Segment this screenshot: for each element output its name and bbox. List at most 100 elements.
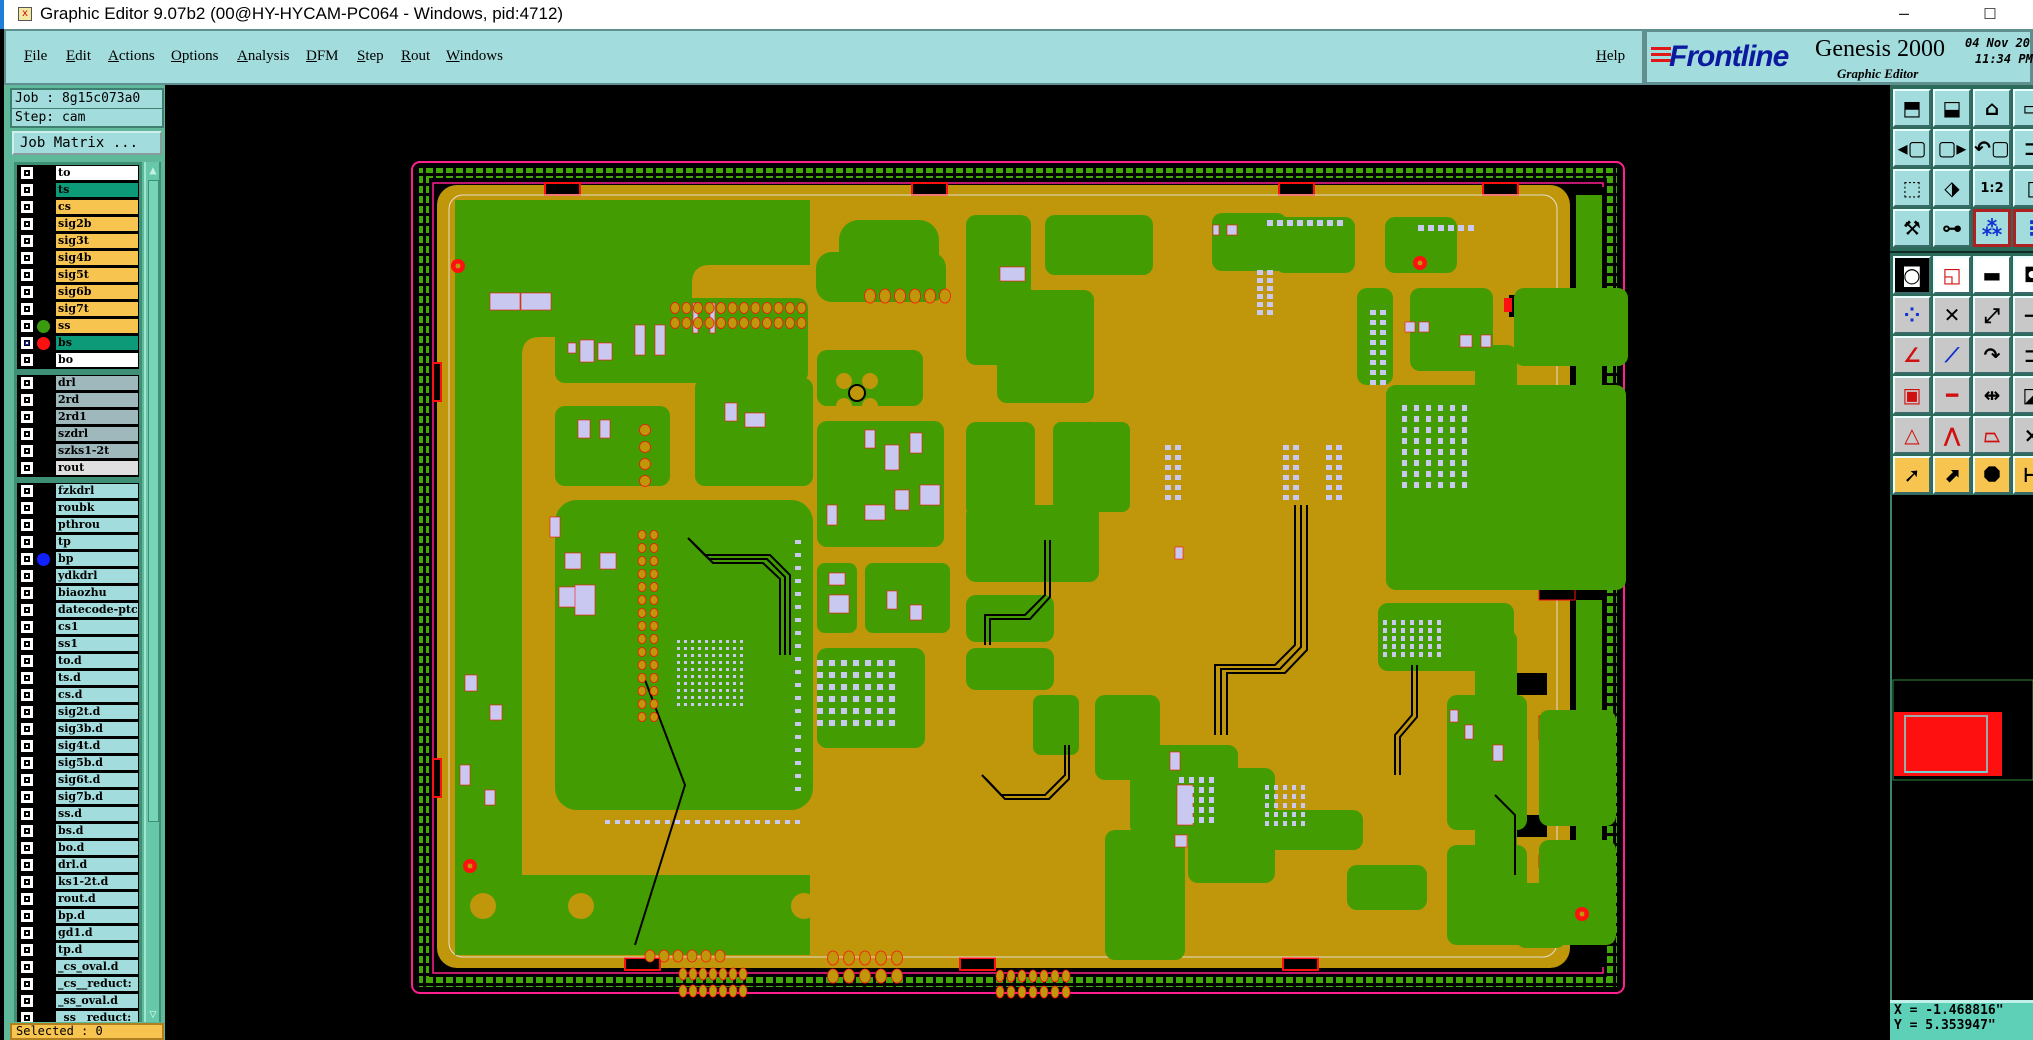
layer-checkbox[interactable] [21, 320, 33, 332]
layer-name[interactable]: sig7b.d [56, 790, 138, 804]
layer-checkbox[interactable] [21, 553, 33, 565]
layer-name[interactable]: sig5b.d [56, 756, 138, 770]
menu-options[interactable]: Options [171, 48, 219, 64]
layer-checkbox[interactable] [21, 502, 33, 514]
layer-row[interactable]: 2rd [17, 392, 139, 409]
layer-name[interactable]: _ss_oval.d [56, 994, 138, 1008]
layer-row[interactable]: datecode-ptc [17, 602, 139, 619]
pad-tool-button[interactable]: ◘ [2013, 256, 2033, 294]
layer-checkbox[interactable] [21, 927, 33, 939]
layer-name[interactable]: _cs__reduct: [56, 977, 138, 991]
layer-row[interactable]: szks1-2t [17, 443, 139, 460]
layer-row[interactable]: ks1-2t.d [17, 874, 139, 891]
layer-name[interactable]: _ss__reduct: [56, 1011, 138, 1022]
layer-row[interactable]: to.d [17, 653, 139, 670]
layer-row[interactable]: sig3b.d [17, 721, 139, 738]
layer-name[interactable]: szks1-2t [56, 444, 138, 458]
layer-checkbox[interactable] [21, 519, 33, 531]
layer-checkbox[interactable] [21, 757, 33, 769]
layer-row[interactable]: sig2t.d [17, 704, 139, 721]
transform-tool-button[interactable]: ◱ [1933, 256, 1971, 294]
layer-row[interactable]: cs.d [17, 687, 139, 704]
layer-name[interactable]: bo [56, 353, 138, 367]
layer-checkbox[interactable] [21, 944, 33, 956]
layer-name[interactable]: bs [56, 336, 138, 350]
layer-checkbox[interactable] [21, 978, 33, 990]
layer-name[interactable]: tp.d [56, 943, 138, 957]
scrollbar-thumb[interactable] [148, 180, 159, 822]
layer-row[interactable]: 2rd1 [17, 409, 139, 426]
split-line-tool-button[interactable]: ━ [1933, 376, 1971, 414]
layer-name[interactable]: ts [56, 183, 138, 197]
graphic-canvas[interactable] [165, 85, 1890, 1040]
layer-checkbox[interactable] [21, 354, 33, 366]
layer-row[interactable]: to [17, 165, 139, 182]
layer-row[interactable]: drl.d [17, 857, 139, 874]
layer-name[interactable]: sig6t.d [56, 773, 138, 787]
layer-name[interactable]: drl [56, 376, 138, 390]
layer-checkbox[interactable] [21, 995, 33, 1007]
layer-name[interactable]: gd1.d [56, 926, 138, 940]
layer-checkbox[interactable] [21, 842, 33, 854]
layer-name[interactable]: bs.d [56, 824, 138, 838]
layer-name[interactable]: sig2t.d [56, 705, 138, 719]
layer-checkbox[interactable] [21, 655, 33, 667]
connect-nodes-tool-button[interactable]: ⁘ [1893, 296, 1931, 334]
menu-step[interactable]: Step [357, 48, 384, 64]
maximize-button[interactable]: ☐ [1983, 6, 1997, 23]
layer-name[interactable]: fzkdrl [56, 484, 138, 498]
layer-row[interactable]: sig7t [17, 301, 139, 318]
layer-checkbox[interactable] [21, 961, 33, 973]
feature-select-tool-button[interactable]: ◙ [1893, 256, 1931, 294]
layer-name[interactable]: bp [56, 552, 138, 566]
line-drag-tool-button[interactable]: ⟋ [1933, 336, 1971, 374]
layer-name[interactable]: szdrl [56, 427, 138, 441]
layer-row[interactable]: biaozhu [17, 585, 139, 602]
layer-checkbox[interactable] [21, 808, 33, 820]
add-node-tool-button[interactable]: ⊸ [2013, 296, 2033, 334]
layer-name[interactable]: sig7t [56, 302, 138, 316]
layer-row[interactable]: sig7b.d [17, 789, 139, 806]
layer-checkbox[interactable] [21, 570, 33, 582]
triangle-tool-button[interactable]: △ [1893, 416, 1931, 454]
layer-name[interactable]: to.d [56, 654, 138, 668]
layer-row[interactable]: roubk [17, 500, 139, 517]
pcb-board[interactable] [165, 85, 1890, 1040]
layer-checkbox[interactable] [21, 791, 33, 803]
menu-actions[interactable]: Actions [108, 48, 155, 64]
layer-row[interactable]: tp [17, 534, 139, 551]
layer-row[interactable]: fzkdrl [17, 483, 139, 500]
layer-name[interactable]: to [56, 166, 138, 180]
layer-checkbox[interactable] [21, 672, 33, 684]
pan-right-tool-button[interactable]: ▢▸ [1933, 129, 1971, 167]
layer-checkbox[interactable] [21, 587, 33, 599]
menu-help[interactable]: Help [1596, 48, 1626, 64]
layer-checkbox[interactable] [21, 910, 33, 922]
frame-tool-button[interactable]: ▯ [2013, 169, 2033, 207]
layer-checkbox[interactable] [21, 638, 33, 650]
layer-row[interactable]: sig2b [17, 216, 139, 233]
layer-row[interactable]: ss.d [17, 806, 139, 823]
overview-map[interactable] [1892, 495, 2033, 1000]
layer-name[interactable]: pthrou [56, 518, 138, 532]
move-pad-tool-button[interactable]: ▣ [1893, 376, 1931, 414]
redo-view-tool-button[interactable]: ⊐ [2013, 129, 2033, 167]
layer-row[interactable]: bs [17, 335, 139, 352]
overview-window[interactable] [1890, 495, 2033, 1000]
layer-checkbox[interactable] [21, 218, 33, 230]
measure-gap-tool-button[interactable]: ⇹ [1973, 376, 2011, 414]
pointer-net-tool-button[interactable]: ⊢ [2013, 456, 2033, 494]
pointer-tool-button[interactable]: ➚ [1893, 456, 1931, 494]
layer-checkbox[interactable] [21, 1012, 33, 1022]
layer-list-scrollbar[interactable]: ▲ ▽ [144, 162, 161, 1022]
layer-name[interactable]: sig5t [56, 268, 138, 282]
layer-checkbox[interactable] [21, 445, 33, 457]
layer-checkbox[interactable] [21, 252, 33, 264]
layer-row[interactable]: sig4t.d [17, 738, 139, 755]
layer-name[interactable]: sig4t.d [56, 739, 138, 753]
layer-checkbox[interactable] [21, 428, 33, 440]
layer-row[interactable]: rout.d [17, 891, 139, 908]
trapezoid-tool-button[interactable]: ⏢ [1973, 416, 2011, 454]
layer-checkbox[interactable] [21, 859, 33, 871]
layer-name[interactable]: _cs_oval.d [56, 960, 138, 974]
